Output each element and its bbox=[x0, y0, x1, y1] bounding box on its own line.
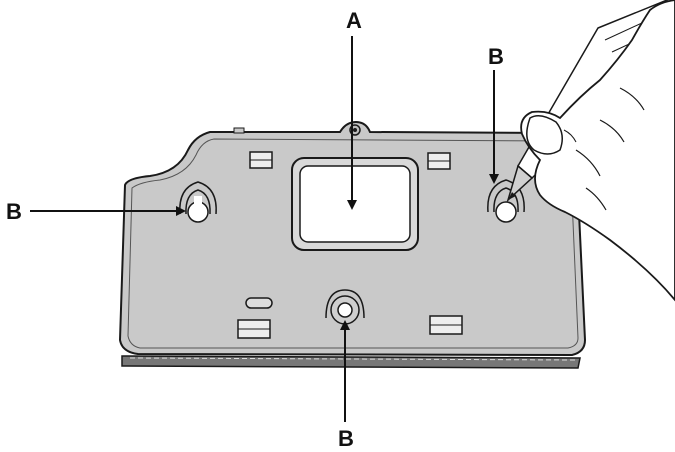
keyhole-slot-left bbox=[179, 181, 217, 223]
arrows bbox=[30, 36, 499, 422]
callout-b-bottom: B bbox=[338, 426, 354, 451]
callout-a: A bbox=[346, 8, 362, 33]
center-window bbox=[291, 157, 419, 251]
callout-b-left: B bbox=[6, 199, 22, 224]
callout-b-right: B bbox=[488, 44, 504, 69]
hand-holding-pen-icon bbox=[520, 0, 675, 302]
tab-slots bbox=[237, 151, 463, 339]
bottom-rail bbox=[121, 355, 581, 369]
keyhole-slot-right bbox=[487, 179, 525, 223]
screw-hole-bottom bbox=[325, 289, 365, 325]
